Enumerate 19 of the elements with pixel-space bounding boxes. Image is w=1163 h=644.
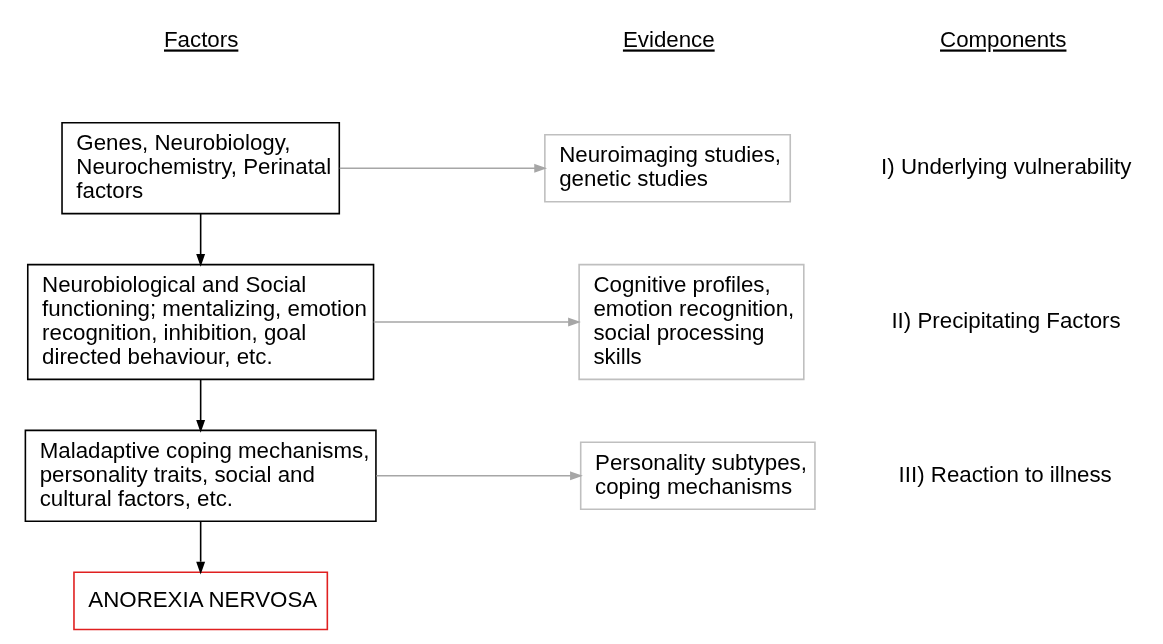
node-box: Neuroimaging studies, genetic studies xyxy=(544,133,792,203)
label: Evidence xyxy=(622,27,715,53)
label: III) Reaction to illness xyxy=(898,461,1112,487)
node-box: Cognitive profiles, emotion recognition, social processing skills xyxy=(578,263,805,381)
label: I) Underlying vulnerability xyxy=(881,154,1132,180)
arrow xyxy=(338,163,547,173)
label: Factors xyxy=(164,27,239,53)
arrow xyxy=(372,317,581,327)
label: II) Precipitating Factors xyxy=(891,307,1121,333)
node-box: Maladaptive coping mechanisms, personality traits, social and cultural factors, etc. xyxy=(24,429,377,522)
label: Components xyxy=(940,27,1067,53)
node-box: Neurobiological and Social functioning; mentalizing, emotion recognition, inhibition, goal directed behaviour, etc. xyxy=(26,263,375,381)
node-box: Genes, Neurobiology, Neurochemistry, Perinatal factors xyxy=(61,122,341,215)
arrow xyxy=(196,213,206,267)
arrow xyxy=(196,520,206,575)
arrow xyxy=(196,378,206,433)
arrow xyxy=(375,471,583,481)
node-box: Personality subtypes, coping mechanisms xyxy=(579,441,816,511)
node-box: ANOREXIA NERVOSA xyxy=(73,571,329,631)
